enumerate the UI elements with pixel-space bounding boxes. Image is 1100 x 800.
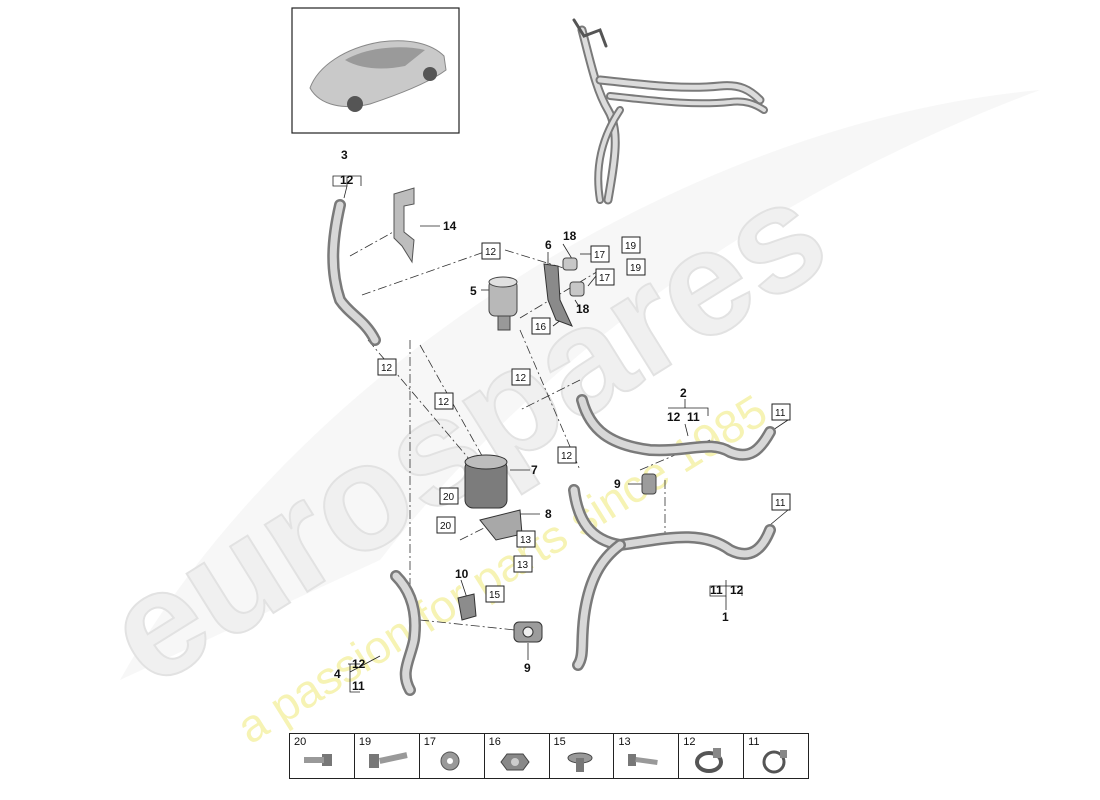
- box-17-b: 17: [599, 273, 611, 284]
- callout-1: 1: [722, 610, 729, 624]
- mounts-18: [562, 257, 585, 297]
- callout-7: 7: [531, 463, 538, 477]
- bolt-hex-icon: [304, 754, 332, 766]
- hose-clamp-icon: [695, 748, 724, 773]
- legend-cell-12[interactable]: 12: [679, 734, 745, 778]
- legend-cell-20[interactable]: 20: [290, 734, 355, 778]
- screw-icon: [628, 754, 659, 766]
- callouts: 3 12 14 5 6 18 18 2 12 11 9 7 8 11 12 1 …: [334, 148, 744, 693]
- legend-cell-15[interactable]: 15: [550, 734, 615, 778]
- boxed-refs: 12 17 19 17 19 16 12 12 12 12 11 11 20 2…: [377, 236, 791, 603]
- box-11-lower: 11: [775, 498, 786, 509]
- callout-3-12: 12: [340, 173, 354, 187]
- callout-6: 6: [545, 238, 552, 252]
- box-12-mid: 12: [438, 397, 450, 408]
- legend-number: 11: [748, 736, 760, 748]
- pump-7: [464, 454, 508, 509]
- parts-legend: 20 19 17 16 15 13 12: [289, 733, 809, 779]
- box-12-right: 12: [561, 451, 573, 462]
- callout-9-lower: 9: [524, 661, 531, 675]
- box-19-a: 19: [625, 241, 637, 252]
- hose-1: [568, 484, 776, 671]
- bracket-10: [457, 593, 477, 621]
- box-13-b: 13: [517, 560, 529, 571]
- bracket-14: [393, 187, 415, 264]
- callout-4-11: 11: [352, 679, 365, 693]
- nut-icon: [500, 753, 530, 771]
- bolt-long-icon: [368, 752, 408, 768]
- callout-1-11: 11: [710, 583, 723, 597]
- legend-cell-13[interactable]: 13: [614, 734, 680, 778]
- legend-number: 17: [423, 736, 436, 748]
- callout-4-12: 12: [352, 657, 366, 671]
- box-11-upper: 11: [775, 408, 786, 419]
- box-12-left: 12: [381, 363, 393, 374]
- box-19-b: 19: [630, 263, 642, 274]
- legend-cell-17[interactable]: 17: [420, 734, 485, 778]
- callout-10: 10: [455, 567, 469, 581]
- hose-4: [390, 570, 421, 696]
- callout-5: 5: [470, 284, 477, 298]
- clip-9-upper: [641, 473, 657, 495]
- callout-2: 2: [680, 386, 687, 400]
- watermark: eurospares a passion for parts since 198…: [77, 90, 1040, 753]
- legend-number: 20: [294, 736, 307, 748]
- callout-18-bottom: 18: [576, 302, 590, 316]
- box-12-center: 12: [515, 373, 527, 384]
- callout-1-12: 12: [730, 583, 744, 597]
- box-13-a: 13: [520, 535, 532, 546]
- legend-number: 13: [618, 736, 631, 748]
- legend-cell-11[interactable]: 11: [744, 734, 808, 778]
- legend-cell-16[interactable]: 16: [485, 734, 550, 778]
- box-16: 16: [535, 322, 547, 333]
- callout-2-12: 12: [667, 410, 681, 424]
- box-20-a: 20: [443, 492, 455, 503]
- callout-2-11: 11: [687, 410, 700, 424]
- legend-number: 16: [488, 736, 501, 748]
- hose-2: [576, 394, 776, 461]
- box-15: 15: [489, 590, 501, 601]
- callout-9-upper: 9: [614, 477, 621, 491]
- callout-8: 8: [545, 507, 552, 521]
- clip-9-lower: [513, 621, 543, 643]
- spring-clamp-icon: [762, 750, 788, 774]
- box-17-a: 17: [594, 250, 606, 261]
- legend-number: 12: [683, 736, 696, 748]
- callout-18-top: 18: [563, 229, 577, 243]
- legend-number: 19: [358, 736, 372, 748]
- hose-3: [327, 199, 381, 346]
- box-20-b: 20: [440, 521, 452, 532]
- valve-5: [488, 276, 518, 331]
- bracket-6: [543, 263, 573, 327]
- washer-icon: [440, 751, 460, 771]
- screw-washer-icon: [567, 752, 592, 772]
- main-hose-harness: [572, 18, 768, 205]
- callout-4: 4: [334, 667, 341, 681]
- legend-number: 15: [553, 736, 566, 748]
- box-12-top: 12: [485, 247, 497, 258]
- callout-3: 3: [341, 148, 348, 162]
- callout-14: 14: [443, 219, 457, 233]
- car-thumbnail: [291, 7, 460, 134]
- legend-cell-19[interactable]: 19: [355, 734, 420, 778]
